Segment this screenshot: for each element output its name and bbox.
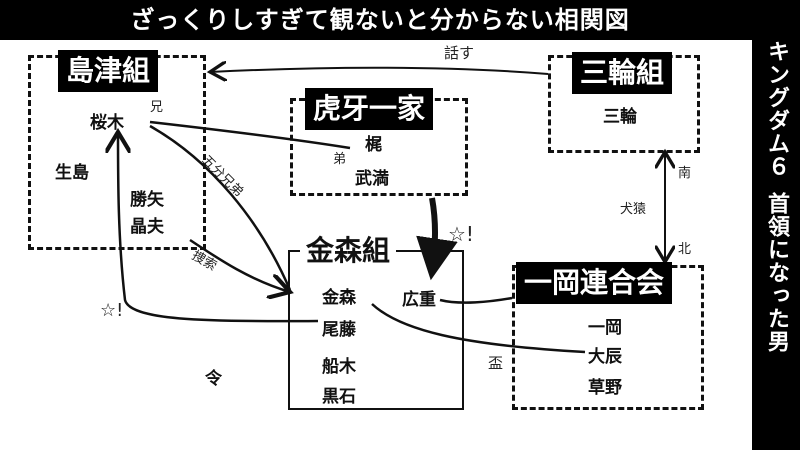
annotation-hanasu: 話す [444, 44, 475, 62]
member-katsuya: 勝矢 [130, 190, 164, 210]
side-bar [752, 0, 800, 450]
group-kanamori [288, 250, 464, 410]
line-koga-to-kanamori [416, 197, 458, 281]
side-title-line-2: 首領になった男 [764, 192, 789, 353]
annotation-kenen: 犬猿 [620, 202, 647, 217]
member-sakuragi: 桜木 [90, 113, 124, 133]
name-hiroshige: 広重 [402, 290, 436, 310]
member-bito: 尾藤 [322, 320, 356, 340]
group-miwa-label: 三輪組 [572, 52, 673, 94]
annotation-ani: 兄 [150, 100, 164, 115]
line-hiroshige-to-ichioka [439, 296, 513, 304]
member-akio: 晶夫 [130, 217, 164, 237]
member-takemitsu: 武満 [355, 169, 389, 189]
line-search-to-kanamori [189, 238, 290, 292]
annotation-star-2: ☆! [100, 300, 124, 321]
annotation-oya: 盃 [488, 354, 504, 372]
member-ikushima: 生島 [55, 163, 89, 183]
member-kanamori: 金森 [322, 288, 356, 308]
side-title: キングダム６ 首領になった男 [752, 40, 800, 450]
line-sakuragi-kaji [149, 120, 351, 150]
annotation-minami: 南 [678, 166, 692, 181]
member-kaji: 梶 [365, 135, 382, 155]
page-title: ざっくりしすぎて観ないと分からない相関図 [130, 6, 630, 34]
line-kanamori-to-ooshin [371, 303, 586, 354]
member-kuroishi: 黒石 [322, 387, 356, 407]
annotation-otouto: 弟 [333, 152, 347, 167]
member-ichioka: 一岡 [588, 318, 622, 338]
member-kusano: 草野 [588, 378, 622, 398]
member-funaki: 船木 [322, 357, 356, 377]
annotation-kita: 北 [678, 242, 692, 257]
line-sakuragi-kanamori [149, 124, 292, 291]
name-rei: 令 [205, 369, 222, 389]
side-title-line-1: キングダム６ [764, 40, 789, 178]
title-bar [0, 0, 760, 40]
group-shimazu-label: 島津組 [58, 50, 159, 92]
member-ooshin: 大辰 [588, 347, 622, 367]
annotation-star-1: ☆! [448, 222, 474, 246]
line-bito-to-sakuragi [118, 132, 319, 323]
line-miwa-to-shimazu [210, 68, 549, 74]
group-kanamori-label: 金森組 [300, 232, 397, 270]
member-miwa: 三輪 [603, 107, 637, 127]
group-koga-label: 虎牙一家 [305, 88, 434, 130]
group-ichioka-label: 一岡連合会 [516, 262, 673, 304]
